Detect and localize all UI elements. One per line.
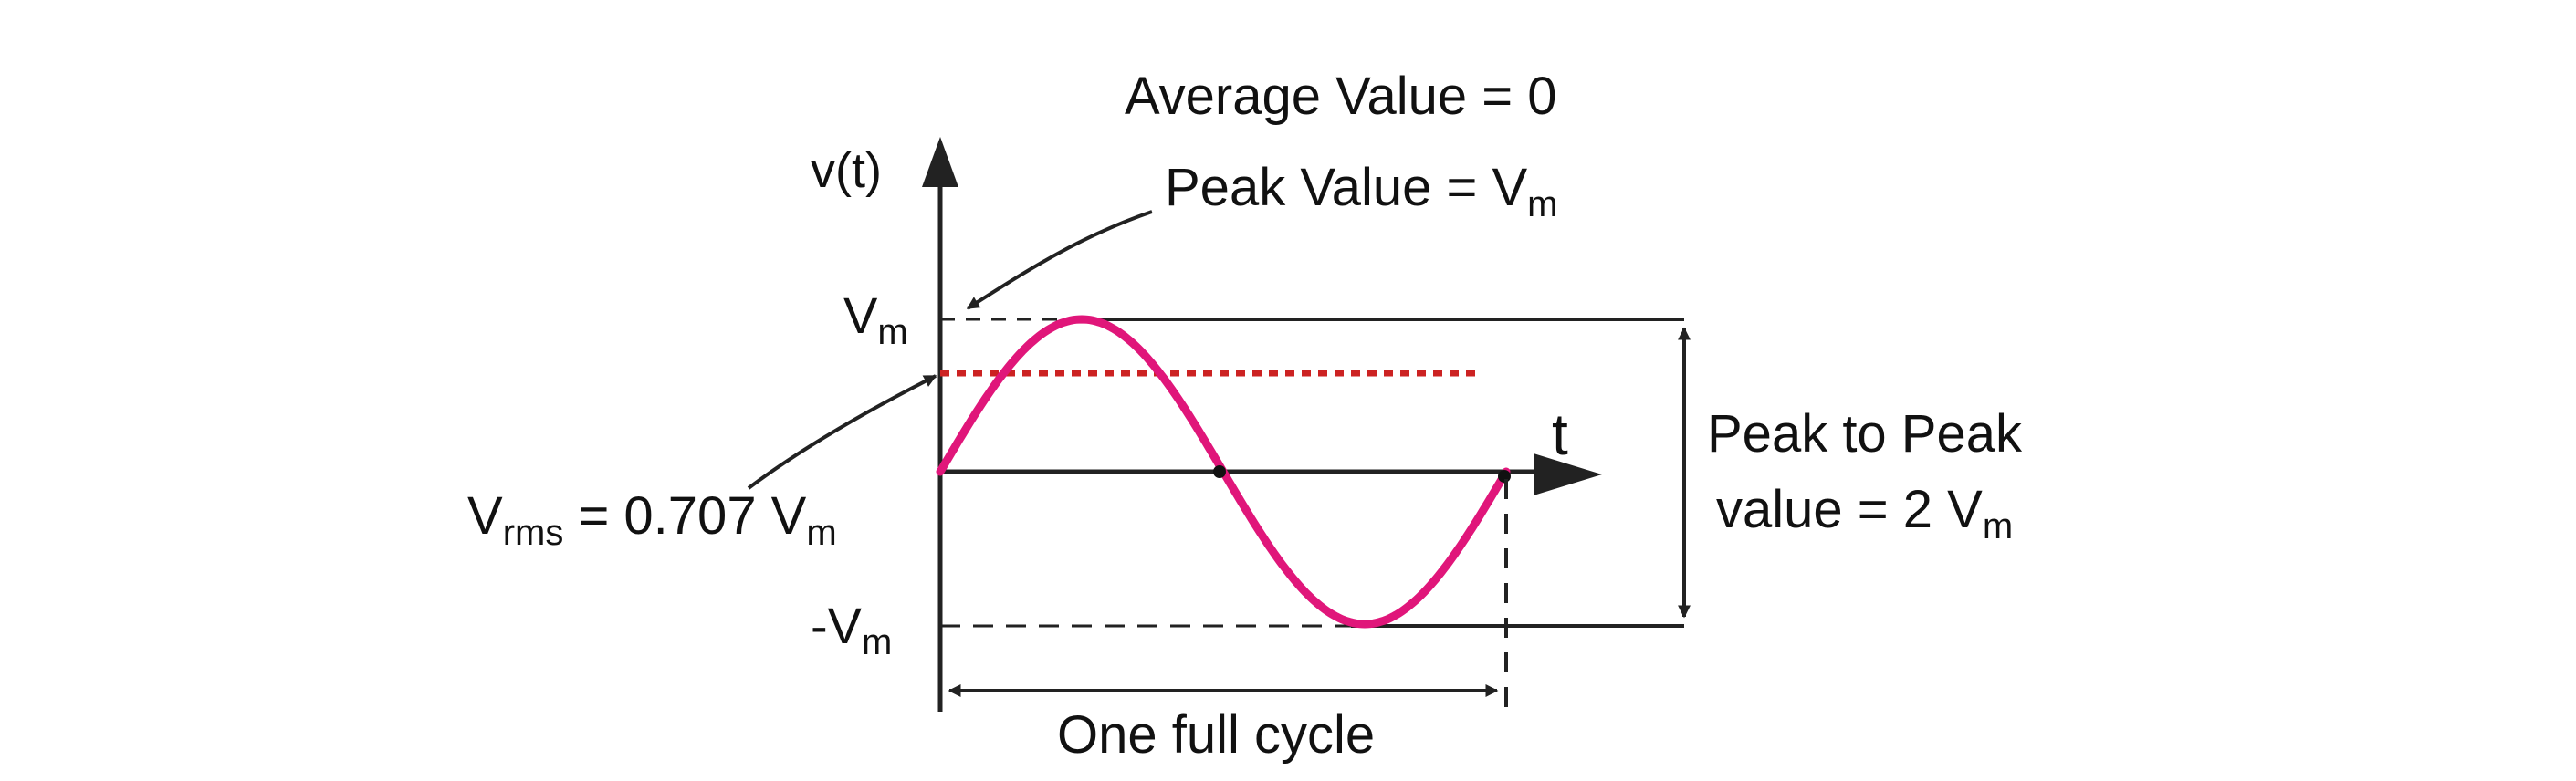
peak-value-label: Peak Value = Vm xyxy=(1165,158,1557,224)
vrms-label: Vrms = 0.707 Vm xyxy=(467,486,837,553)
zero-crossing-mid xyxy=(1213,465,1226,478)
average-value-label: Average Value = 0 xyxy=(1125,67,1557,126)
t-axis-arrowhead xyxy=(1534,453,1602,495)
peak-value-pointer xyxy=(966,210,1153,310)
vrms-pointer xyxy=(747,374,937,490)
t-axis-label: t xyxy=(1552,401,1568,467)
one-full-cycle-label: One full cycle xyxy=(1057,705,1375,765)
v-axis-arrowhead xyxy=(922,137,958,187)
neg-vm-label: -Vm xyxy=(811,597,892,662)
v-axis-label: v(t) xyxy=(811,143,882,198)
peak-to-peak-label-line2: value = 2 Vm xyxy=(1716,480,2013,547)
peak-to-peak-label-line1: Peak to Peak xyxy=(1707,404,2023,463)
vm-label: Vm xyxy=(843,286,908,352)
